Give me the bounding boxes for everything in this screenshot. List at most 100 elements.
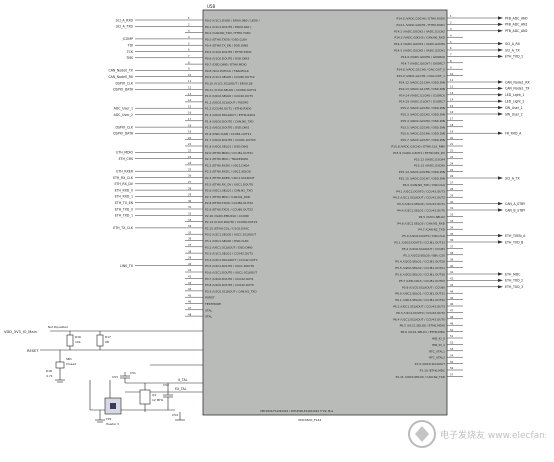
pin-number-left: 40	[188, 262, 192, 266]
pin-number-left: 16	[188, 111, 192, 115]
dnp-label: Not Populated	[48, 325, 68, 329]
pin-label-left: P0.3 /ETH0.TXD0 / DSD.CLKA	[205, 37, 247, 41]
pin-label-left: P1.5 /U0C0.DOUT0 / DSD.DIN2	[205, 126, 249, 130]
pin-number-right: 54	[450, 353, 454, 357]
pin-label-right: P15.14 /VADC.G3CH6 / DSD.DIN	[399, 170, 445, 174]
net-label-left: ETH_RXER	[116, 170, 133, 174]
extal-net-label: EX_TAL	[175, 387, 187, 391]
net-label-left: TMS	[125, 56, 133, 60]
pin-number-right: 6	[450, 46, 452, 50]
reset-circuit	[40, 330, 203, 383]
pin-number-left: 3	[188, 29, 190, 33]
pin-number-right: 51	[450, 334, 454, 338]
pin-number-right: 38	[450, 251, 454, 255]
pin-number-left: 21	[188, 142, 192, 146]
pin-label-right: P14.8 /VADC.G1CH0 / DAC.OUT_0	[397, 68, 446, 72]
net-label-right: PFB_ADC_AN2	[505, 29, 528, 33]
pin-number-right: 2	[450, 21, 452, 25]
pin-number-right: 25	[450, 168, 454, 172]
pin-label-right: P15.7 /VADC.G2CH7 / DSD.DIN	[401, 138, 445, 142]
pin-number-left: 7	[188, 54, 190, 58]
pin-number-left: 26	[188, 174, 192, 178]
pin-label-right: P1.11 /U0C0.SELO0 / CAN.N2_TXD	[396, 375, 446, 379]
pin-number-right: 12	[450, 85, 454, 89]
pin-label-right: P14.12 /VADC.G1CH4 / DSD.DIN	[399, 81, 445, 85]
pin-number-right: 44	[450, 289, 454, 293]
net-arrow-right	[498, 176, 503, 180]
pin-number-right: 41	[450, 270, 454, 274]
net-label-left: ETH_RXD_1	[115, 195, 133, 199]
net-label-right: FR_RXD_A	[505, 132, 522, 136]
net-arrow-right	[498, 208, 503, 212]
pin-number-left: 22	[188, 149, 192, 153]
pin-label-left: P2.3 /ETH0.RXD1 / U0C1.SELO0	[205, 170, 251, 174]
pin-number-right: 20	[450, 136, 454, 140]
net-label-left: ETH_MDIO	[116, 151, 133, 155]
pin-number-right: 42	[450, 277, 454, 281]
net-label-left: ADC_User_2	[114, 113, 133, 117]
pin-number-right: 16	[450, 110, 454, 114]
pin-label-right: P4.6 /U2C1.SELO3 / CAN.N2_RXD	[397, 221, 446, 225]
pin-label-right: P4.4 /U2C1.SELO1 / CCU43.OUT0	[397, 209, 445, 213]
net-label-left: ETH_TX_CLK	[113, 226, 134, 230]
net-label-right: PFB_ADC_AN0	[505, 16, 528, 20]
left-net-group: SCI_A_RXDSCI_A_TXDJCOMPTDITCKTMSCAN_Node…	[108, 18, 185, 268]
pin-label-right: P15.8 /VADC.G3CH0 / ETH0.CLK_RMII	[391, 145, 445, 149]
pin-number-left: 48	[188, 312, 192, 316]
pin-label-left: TESTMODE	[204, 302, 221, 306]
pin-number-right: 36	[450, 238, 454, 242]
pin-number-left: 28	[188, 186, 192, 190]
pin-label-left: P2.8 /ETH0.TXD0 / CCU80.OUT32	[205, 201, 253, 205]
pin-label-right: P14.5 /VADC.G0CH5 / VADC.G2CH1	[394, 49, 445, 53]
pin-label-right: P14.13 /VADC.G1CH5 / DSD.DIN	[399, 87, 445, 91]
pin-label-right: P15.4 /VADC.G2CH4 / DSD.DIN	[401, 119, 445, 123]
pin-number-right: 30	[450, 200, 454, 204]
tp1-desc: Header 3	[106, 422, 119, 426]
pin-number-left: 47	[188, 306, 192, 310]
net-label-right: SW_User_2	[505, 112, 523, 116]
net-label-left: LIN0_TX	[120, 264, 134, 268]
pin-label-left: P3.0 /U2C1.SELO0 / U0C1.SCLKOUT	[205, 233, 256, 237]
net-label-right: LED_Light_2	[505, 100, 524, 104]
pin-number-right: 14	[450, 97, 454, 101]
pin-number-left: 20	[188, 136, 192, 140]
pin-label-left: P2.15 /ETH0.COL / U1C0.DX0C	[205, 226, 249, 230]
sb1-ref: SB1	[66, 357, 72, 361]
pin-label-left: P2.9 /ETH0.TXD1 / CCU80.OUT22	[205, 208, 253, 212]
pin-number-right: 21	[450, 142, 454, 146]
pin-label-left: P3.5 /U2C1.DOUT0 / U0C1.DOUT0	[205, 264, 254, 268]
net-arrow-right	[498, 99, 503, 103]
pin-label-left: P2.4 /ETH0.RXER / U0C1.SCLKOUT	[205, 176, 255, 180]
pin-label-right: P14.14 /VADC.G1CH6 / G1ORC6	[399, 93, 445, 97]
pin-label-right: P15.3 /VADC.G2CH3 / DSD.DIN	[401, 113, 445, 117]
pin-label-right: P5.3 /U2C0.SELO0 / EBU.CS0	[403, 253, 445, 257]
pin-number-left: 25	[188, 167, 192, 171]
pin-label-right: P15.9 /VADC.G3CH1 / ETH0.CRS_DV	[393, 151, 445, 155]
pin-label-right: P14.2 /VADC.G0CH2 / VADC.G1CH2	[394, 29, 445, 33]
net-label-left: ETH_TXD_1	[115, 214, 133, 218]
pin-label-right: P15.15 /VADC.G3CH7 / DSD.DIN	[399, 177, 445, 181]
pin-label-left: P3.6 /U2C1.DOUT0 / U0C1.SCLKOUT	[205, 271, 257, 275]
pin-label-left: P2.2 /ETH0.RXD0 / U0C1.DX0A	[205, 163, 249, 167]
pin-number-left: 33	[188, 218, 192, 222]
net-label-right: PFB_ADC_AN1	[505, 23, 528, 27]
pin-number-left: 23	[188, 155, 192, 159]
pin-number-right: 19	[450, 129, 454, 133]
pin-number-right: 35	[450, 232, 454, 236]
pin-label-right: P5.4 /U2C0.SELO1 / CCU81.OUT20	[395, 260, 445, 264]
pin-number-right: 37	[450, 245, 454, 249]
pin-number-left: 46	[188, 300, 192, 304]
pin-number-right: 47	[450, 309, 454, 313]
pin-label-right: HIB_IO_0	[432, 337, 445, 341]
pin-label-right: RTC_XTAL1	[429, 349, 445, 353]
pin-number-left: 27	[188, 180, 192, 184]
pin-number-right: 29	[450, 193, 454, 197]
pin-number-right: 11	[450, 78, 454, 82]
pin-number-left: 38	[188, 249, 192, 253]
pin-label-left: P3.9 /U2C0.SCLKOUT / CAN.N1_TXD	[205, 289, 257, 293]
pin-label-left: P1.2 /CCU40.OUT1 / ETH0.RXD0	[205, 107, 252, 111]
pin-label-left: P0.9 /U1C1.SELO0 / CCU80.OUT12	[205, 75, 255, 79]
pin-number-left: 30	[188, 199, 192, 203]
